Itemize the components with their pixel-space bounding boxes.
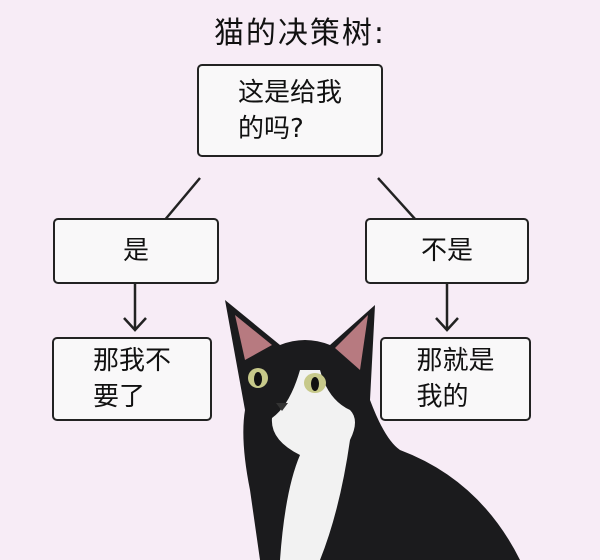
no-result-line2: 我的 bbox=[416, 382, 469, 412]
yes-box: 是 bbox=[53, 218, 219, 284]
no-result-line1: 那就是 bbox=[416, 346, 495, 376]
arrow-no-to-result bbox=[435, 284, 459, 332]
no-label: 不是 bbox=[420, 236, 473, 266]
yes-result-line2: 要了 bbox=[92, 382, 145, 412]
root-question-box: 这是给我的吗? bbox=[197, 64, 383, 157]
yes-label: 是 bbox=[122, 236, 149, 266]
tuxedo-cat-image bbox=[225, 300, 520, 560]
yes-result-line1: 那我不 bbox=[92, 346, 171, 376]
diagram-title: 猫的决策树: bbox=[213, 16, 387, 51]
yes-result-box: 那我不要了 bbox=[52, 337, 212, 421]
no-result-box: 那就是我的 bbox=[380, 337, 531, 421]
arrow-yes-to-result bbox=[123, 284, 147, 332]
cat-nose bbox=[276, 403, 288, 411]
no-box: 不是 bbox=[365, 218, 529, 284]
root-question-line2: 的吗? bbox=[237, 113, 304, 144]
root-question-line1: 这是给我 bbox=[237, 77, 342, 108]
